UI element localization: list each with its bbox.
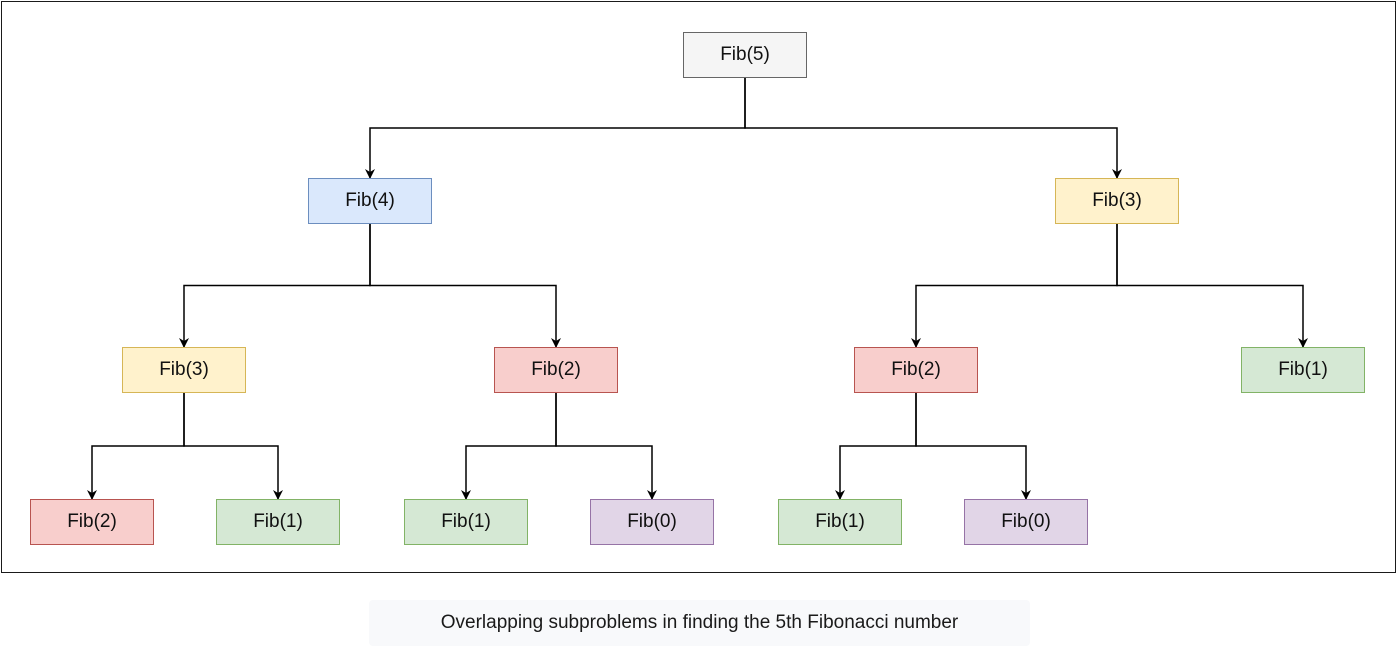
- node-fib1-n1b: Fib(1): [216, 499, 340, 545]
- node-fib1-n1c: Fib(1): [404, 499, 528, 545]
- edge-n5-n4: [365, 78, 746, 179]
- node-fib0-n0b: Fib(0): [964, 499, 1088, 545]
- node-fib3-n3b: Fib(3): [122, 347, 246, 393]
- node-fib4-n4: Fib(4): [308, 178, 432, 224]
- node-fib5-n5: Fib(5): [683, 32, 807, 78]
- node-fib3-n3a: Fib(3): [1055, 178, 1179, 224]
- node-fib2-n2a: Fib(2): [494, 347, 618, 393]
- edge-n2a-n0a: [555, 393, 657, 500]
- edge-n4-n3b: [179, 224, 371, 348]
- figure-caption: Overlapping subproblems in finding the 5…: [369, 600, 1030, 646]
- node-fib2-n2c: Fib(2): [30, 499, 154, 545]
- node-fib1-n1d: Fib(1): [778, 499, 902, 545]
- node-fib1-n1a: Fib(1): [1241, 347, 1365, 393]
- edge-n3a-n2b: [911, 224, 1118, 348]
- diagram-frame: [1, 1, 1396, 573]
- edge-n3b-n2c: [87, 393, 185, 500]
- edge-n5-n3a: [744, 78, 1122, 179]
- node-fib0-n0a: Fib(0): [590, 499, 714, 545]
- edge-n2b-n0b: [915, 393, 1031, 500]
- edge-n2a-n1c: [461, 393, 557, 500]
- edge-n3b-n1b: [183, 393, 283, 500]
- edge-n4-n2a: [369, 224, 561, 348]
- node-fib2-n2b: Fib(2): [854, 347, 978, 393]
- edge-n3a-n1a: [1116, 224, 1308, 348]
- edge-n2b-n1d: [835, 393, 917, 500]
